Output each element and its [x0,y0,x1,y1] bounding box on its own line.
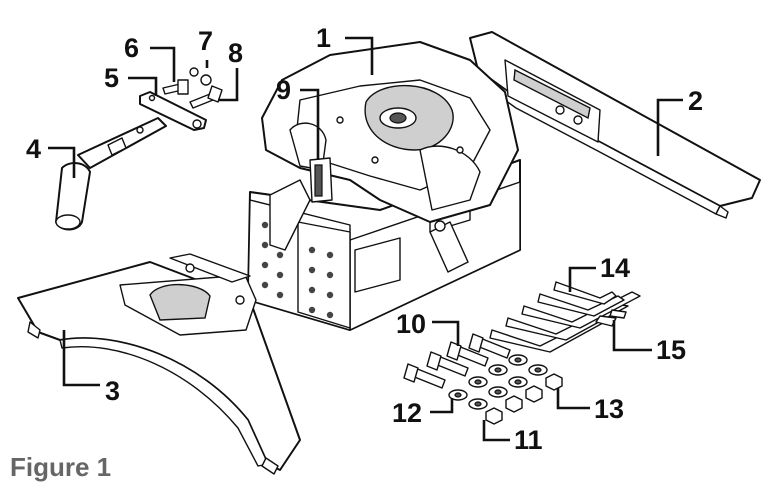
bracket-plate-part [139,91,207,131]
crank-handle-part [55,117,167,231]
leader-9 [300,88,320,160]
side-rail-part [469,31,761,219]
callout-4: 4 [26,134,41,164]
callout-2: 2 [688,86,703,116]
leader-14 [568,266,596,292]
nut-part-7 [189,67,212,86]
callout-1: 1 [316,23,331,53]
callout-14: 14 [600,253,630,283]
bolt-part-8 [189,85,223,109]
callout-8: 8 [228,38,243,68]
callout-10: 10 [396,309,426,339]
callout-3: 3 [105,376,120,406]
leader-8 [218,68,239,102]
leader-6 [150,46,176,82]
callout-6: 6 [124,33,139,63]
callout-5: 5 [104,63,119,93]
leader-3 [62,330,100,387]
leg-support-part [17,253,301,475]
leader-lines [48,36,683,442]
callout-9: 9 [276,75,291,105]
figure-caption: Figure 1 [10,452,111,482]
leader-12 [430,398,454,414]
u-bolt-set-part [489,281,641,353]
hitch-head-part [247,41,521,331]
leader-10 [432,320,460,346]
bolt-set-part [403,333,511,389]
callout-11: 11 [514,425,543,455]
callout-15: 15 [656,335,686,365]
washer-set-part [448,354,548,410]
callout-7: 7 [198,26,213,56]
leader-2 [656,98,683,156]
callout-labels: 1 2 3 4 5 6 7 8 9 10 11 12 13 14 15 [26,23,703,455]
leader-4 [48,146,76,178]
leader-11 [482,420,510,442]
nut-set-part [485,373,563,425]
leader-1 [345,36,374,75]
callout-12: 12 [392,398,422,428]
leader-5 [128,76,158,96]
callout-13: 13 [594,394,624,424]
leader-13 [556,388,590,410]
bolt-part-6 [162,79,189,95]
leader-15 [612,320,652,352]
